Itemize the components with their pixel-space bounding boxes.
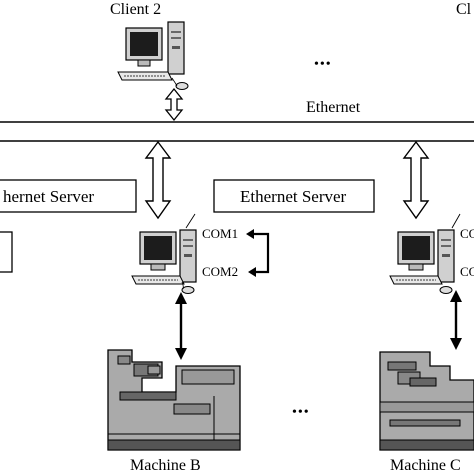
client-n-label: Cl xyxy=(456,1,472,18)
host-b-machine-arrow-icon xyxy=(175,292,187,360)
bus-host-c-arrow-icon xyxy=(402,140,430,220)
com2-b-label: COM2 xyxy=(202,264,238,279)
ethernet-server-left-box xyxy=(0,179,137,213)
client-2-computer-icon xyxy=(117,21,189,90)
ethernet-server-left-label: hernet Server xyxy=(3,187,94,206)
ellipsis-machines: ••• xyxy=(292,405,310,420)
ellipsis-clients: ••• xyxy=(314,57,332,72)
ethernet-server-mid-box xyxy=(213,179,375,213)
com1-b-label: COM1 xyxy=(202,226,238,241)
com1-c-label: COM xyxy=(460,226,474,241)
host-b-computer-icon xyxy=(131,213,197,294)
machine-c-machine-tool-icon xyxy=(379,351,474,451)
left-partial-box xyxy=(0,231,13,273)
ethernet-server-mid-label: Ethernet Server xyxy=(240,187,347,206)
com2-c-label: COM xyxy=(460,264,474,279)
com-loop-b-connector xyxy=(246,229,270,277)
host-c-computer-icon xyxy=(389,213,461,294)
ethernet-label: Ethernet xyxy=(306,99,361,116)
machine-c-label: Machine C xyxy=(390,457,461,474)
host-c-machine-arrow-icon xyxy=(450,290,462,350)
client-ethernet-arrow-icon xyxy=(164,87,184,122)
machine-b-machine-tool-icon xyxy=(107,349,241,451)
client-2-label: Client 2 xyxy=(110,1,161,18)
machine-b-label: Machine B xyxy=(130,457,201,474)
bus-host-b-arrow-icon xyxy=(144,140,172,220)
